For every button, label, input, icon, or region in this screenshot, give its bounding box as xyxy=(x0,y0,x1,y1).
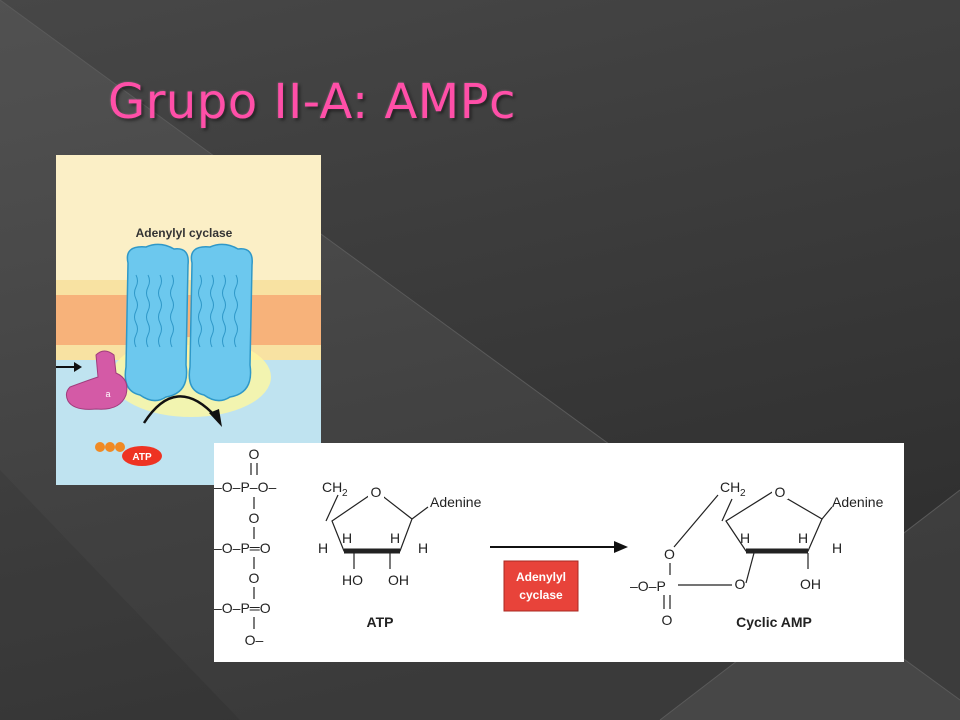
svg-text:2: 2 xyxy=(342,488,348,499)
svg-text:O–: O– xyxy=(245,632,264,648)
svg-text:CH: CH xyxy=(322,479,342,495)
svg-text:OH: OH xyxy=(388,572,409,588)
svg-text:H: H xyxy=(390,530,400,546)
svg-text:O: O xyxy=(371,484,382,500)
svg-text:O: O xyxy=(662,612,673,628)
svg-text:OH: OH xyxy=(800,576,821,592)
cyclic-amp-structure: CH 2 O Adenine H H H O –O–P O O OH Cycli… xyxy=(630,479,884,630)
incoming-arrow xyxy=(56,362,82,372)
svg-text:ATP: ATP xyxy=(367,614,394,630)
svg-text:HO: HO xyxy=(342,572,363,588)
svg-text:Adenylyl: Adenylyl xyxy=(516,570,566,584)
svg-text:Adenine: Adenine xyxy=(832,494,884,510)
g-protein-alpha-subunit: a xyxy=(65,350,128,410)
svg-text:O: O xyxy=(249,510,260,526)
svg-text:H: H xyxy=(342,530,352,546)
svg-text:H: H xyxy=(832,540,842,556)
atp-structure: O –O–P–O– CH 2 O –O–P═O O –O–P═O O– O Ad… xyxy=(214,446,482,648)
svg-text:O: O xyxy=(664,546,675,562)
subunit-label: a xyxy=(105,389,110,399)
svg-text:O: O xyxy=(735,576,746,592)
atp-molecule: ATP xyxy=(95,442,162,466)
svg-text:–O–P═O: –O–P═O xyxy=(214,600,271,616)
svg-text:H: H xyxy=(740,530,750,546)
svg-text:O: O xyxy=(249,446,260,462)
svg-text:Cyclic AMP: Cyclic AMP xyxy=(736,614,812,630)
adenylyl-cyclase-protein xyxy=(124,243,253,402)
adenylyl-cyclase-membrane-figure: Adenylyl cyclase a ATP xyxy=(56,155,321,485)
enzyme-box: Adenylyl cyclase xyxy=(503,560,579,612)
svg-text:H: H xyxy=(418,540,428,556)
enzyme-label: Adenylyl cyclase xyxy=(136,226,233,240)
conversion-arrow xyxy=(142,395,217,424)
svg-text:CH: CH xyxy=(720,479,740,495)
svg-text:cyclase: cyclase xyxy=(519,588,563,602)
reaction-arrow xyxy=(490,541,628,553)
svg-text:H: H xyxy=(798,530,808,546)
svg-text:O: O xyxy=(775,484,786,500)
svg-text:–O–P: –O–P xyxy=(630,578,666,594)
slide-title: Grupo II-A: AMPc xyxy=(108,74,517,130)
atp-to-camp-reaction: O –O–P–O– CH 2 O –O–P═O O –O–P═O O– O Ad… xyxy=(214,443,904,662)
svg-text:H: H xyxy=(318,540,328,556)
svg-text:2: 2 xyxy=(740,488,746,499)
svg-text:Adenine: Adenine xyxy=(430,494,482,510)
svg-text:–O–P–O–: –O–P–O– xyxy=(214,479,276,495)
svg-text:O: O xyxy=(249,570,260,586)
atp-label: ATP xyxy=(132,452,152,463)
svg-text:–O–P═O: –O–P═O xyxy=(214,540,271,556)
